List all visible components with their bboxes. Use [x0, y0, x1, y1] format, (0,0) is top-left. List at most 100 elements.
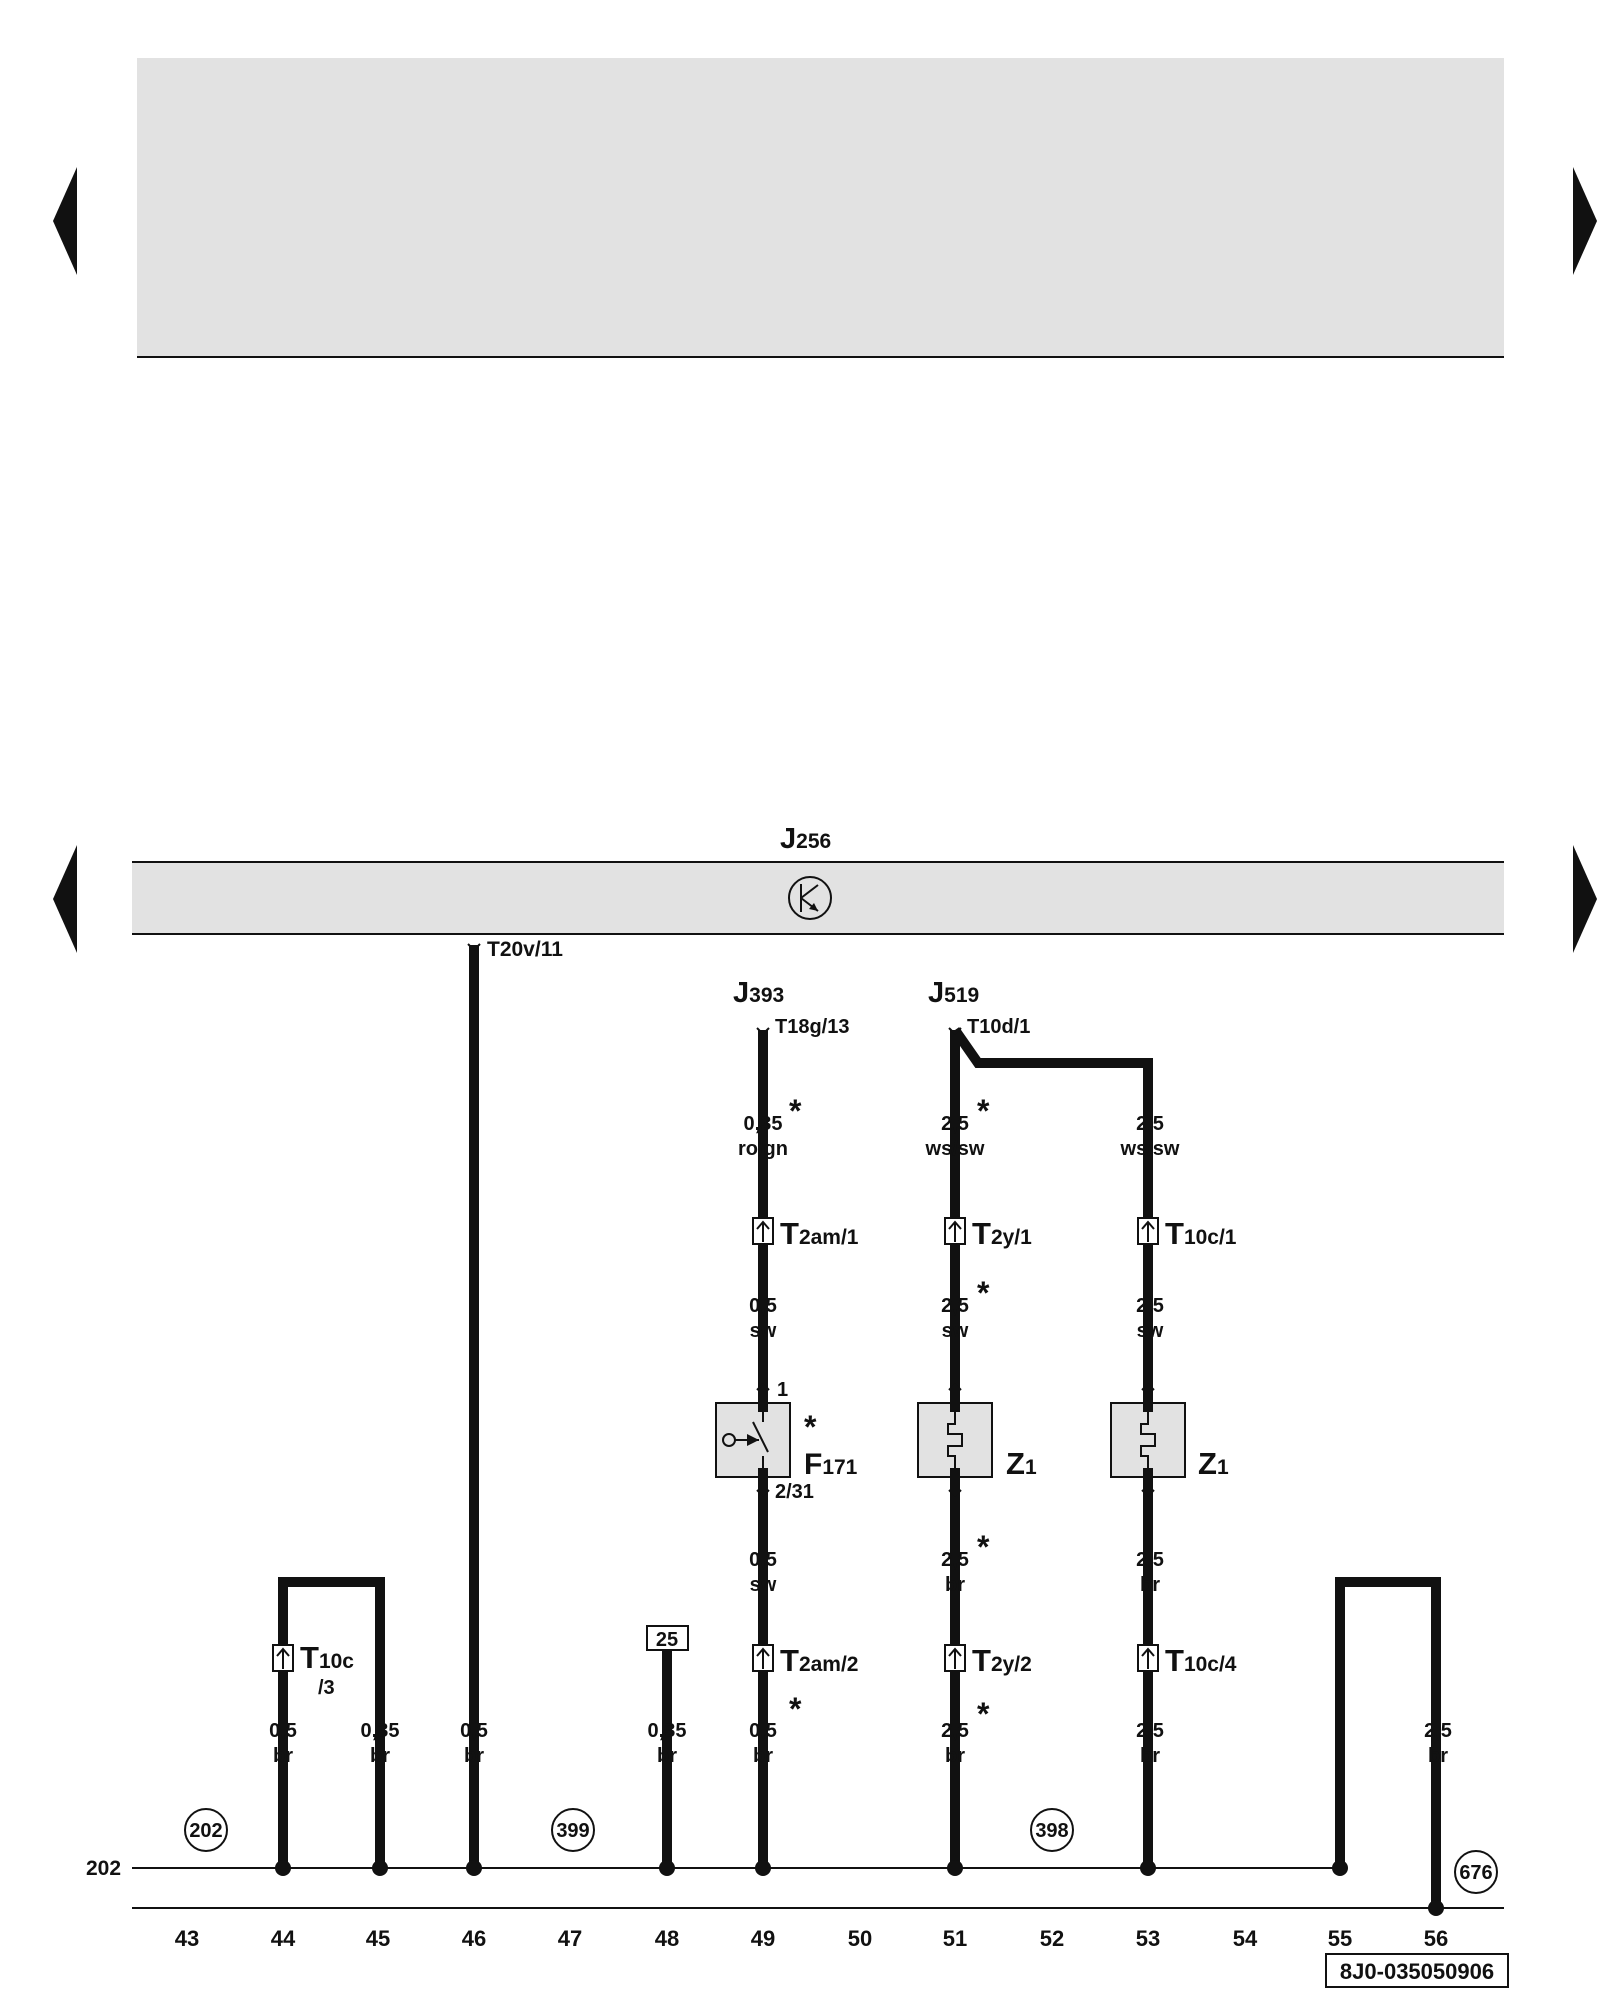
svg-text:398: 398 — [1035, 1820, 1068, 1842]
nav-left-arrow-bottom[interactable] — [53, 845, 77, 953]
f171-label: F171 — [804, 1448, 858, 1481]
svg-text:T10c: T10c — [300, 1640, 354, 1675]
svg-text:br: br — [945, 1745, 965, 1767]
j256-pin-label: T20v/11 — [487, 938, 563, 961]
j393-pin-label: T18g/13 — [775, 1016, 849, 1038]
j519-label: J519 — [928, 977, 979, 1009]
svg-text:43: 43 — [175, 1926, 199, 1951]
upper-panel — [137, 58, 1504, 356]
f171-pin-top: 1 — [777, 1379, 788, 1401]
svg-text:54: 54 — [1233, 1926, 1258, 1951]
svg-text:*: * — [977, 1529, 990, 1565]
svg-text:br: br — [1140, 1745, 1160, 1767]
svg-text:46: 46 — [462, 1926, 486, 1951]
wire-55-56 — [1335, 1577, 1441, 1908]
ground-bus-label: 202 — [86, 1857, 121, 1880]
nav-right-arrow-top[interactable] — [1573, 167, 1597, 275]
ground-point-markers — [184, 1808, 1498, 1894]
svg-text:0,5: 0,5 — [749, 1549, 777, 1571]
svg-text:sw: sw — [750, 1574, 777, 1596]
fuse-box-label: 25 — [656, 1629, 678, 1651]
svg-text:50: 50 — [848, 1926, 872, 1951]
svg-text:2,5: 2,5 — [941, 1549, 969, 1571]
svg-text:*: * — [977, 1093, 990, 1129]
svg-text:br: br — [657, 1745, 677, 1767]
svg-text:55: 55 — [1328, 1926, 1352, 1951]
svg-text:2,5: 2,5 — [1424, 1720, 1452, 1742]
svg-text:*: * — [804, 1409, 817, 1445]
svg-text:51: 51 — [943, 1926, 967, 1951]
svg-text:0,5: 0,5 — [460, 1720, 488, 1742]
pin-ticks — [467, 943, 962, 1036]
svg-text:45: 45 — [366, 1926, 390, 1951]
svg-text:0,5: 0,5 — [749, 1720, 777, 1742]
svg-text:49: 49 — [751, 1926, 775, 1951]
wire-44-45-loop — [278, 1577, 385, 1868]
svg-text:br: br — [1428, 1745, 1448, 1767]
svg-text:2,5: 2,5 — [941, 1720, 969, 1742]
svg-text:T2am/1: T2am/1 — [780, 1216, 859, 1251]
svg-text:0,5: 0,5 — [749, 1295, 777, 1317]
svg-text:ws/sw: ws/sw — [925, 1138, 985, 1160]
svg-text:T2am/2: T2am/2 — [780, 1643, 858, 1678]
svg-text:T2y/1: T2y/1 — [972, 1216, 1032, 1251]
svg-text:T10c/1: T10c/1 — [1165, 1216, 1237, 1251]
svg-text:0,35: 0,35 — [361, 1720, 400, 1742]
svg-text:0,35: 0,35 — [648, 1720, 687, 1742]
svg-text:ro/gn: ro/gn — [738, 1138, 788, 1160]
ground-point-labels: 202 399 398 676 — [189, 1820, 1492, 1884]
svg-text:2,5: 2,5 — [1136, 1720, 1164, 1742]
svg-text:sw: sw — [942, 1320, 969, 1342]
connector-symbols — [272, 1217, 1159, 1672]
switch-f171 — [715, 1382, 791, 1498]
nav-left-arrow-top[interactable] — [53, 167, 77, 275]
svg-text:399: 399 — [556, 1820, 589, 1842]
control-unit-j256 — [132, 862, 1504, 934]
j256-label: J256 — [780, 823, 831, 855]
heater-z1-left — [917, 1382, 993, 1498]
svg-text:2,5: 2,5 — [1136, 1295, 1164, 1317]
svg-text:br: br — [273, 1745, 293, 1767]
svg-text:202: 202 — [189, 1820, 222, 1842]
f171-pin-bottom: 2/31 — [775, 1481, 814, 1503]
asterisks: * * * * * * * — [789, 1093, 990, 1732]
svg-text:44: 44 — [271, 1926, 296, 1951]
doc-id: 8J0-035050906 — [1340, 1959, 1494, 1984]
wires — [278, 945, 1441, 1908]
j519-pin-label: T10d/1 — [967, 1016, 1030, 1038]
svg-text:*: * — [977, 1696, 990, 1732]
wire-labels: 0,5 br 0,35 br 0,5 br 0,35 br 0,35 ro/gn 0,5 s… — [269, 1113, 1452, 1767]
fuse-box — [646, 1625, 689, 1651]
transistor-icon — [788, 876, 832, 920]
doc-id-box — [1325, 1953, 1509, 1988]
svg-text:2,5: 2,5 — [1136, 1113, 1164, 1135]
svg-text:52: 52 — [1040, 1926, 1064, 1951]
svg-text:sw: sw — [1137, 1320, 1164, 1342]
svg-text:53: 53 — [1136, 1926, 1160, 1951]
svg-text:0,35: 0,35 — [744, 1113, 783, 1135]
junction-dots — [275, 1860, 1444, 1916]
svg-text:676: 676 — [1459, 1862, 1492, 1884]
svg-text:br: br — [370, 1745, 390, 1767]
svg-text:*: * — [977, 1275, 990, 1311]
svg-text:2,5: 2,5 — [941, 1295, 969, 1317]
svg-text:*: * — [789, 1093, 802, 1129]
svg-text:br: br — [945, 1574, 965, 1596]
heater-z1-right — [1110, 1382, 1186, 1498]
svg-text:br: br — [464, 1745, 484, 1767]
j393-label: J393 — [733, 977, 784, 1009]
svg-text:T10c/4: T10c/4 — [1165, 1643, 1237, 1678]
svg-text:47: 47 — [558, 1926, 582, 1951]
svg-text:/3: /3 — [318, 1677, 335, 1699]
nav-right-arrow-bottom[interactable] — [1573, 845, 1597, 953]
svg-text:br: br — [1140, 1574, 1160, 1596]
track-numbers: 43 44 45 46 47 48 49 50 51 52 53 54 55 5… — [175, 1926, 1448, 1951]
z1-left-label: Z1 — [1006, 1446, 1037, 1481]
svg-text:2,5: 2,5 — [941, 1113, 969, 1135]
svg-text:0,5: 0,5 — [269, 1720, 297, 1742]
svg-text:56: 56 — [1424, 1926, 1448, 1951]
svg-text:ws/sw: ws/sw — [1120, 1138, 1180, 1160]
svg-text:T2y/2: T2y/2 — [972, 1643, 1032, 1678]
z1-right-label: Z1 — [1198, 1446, 1229, 1481]
